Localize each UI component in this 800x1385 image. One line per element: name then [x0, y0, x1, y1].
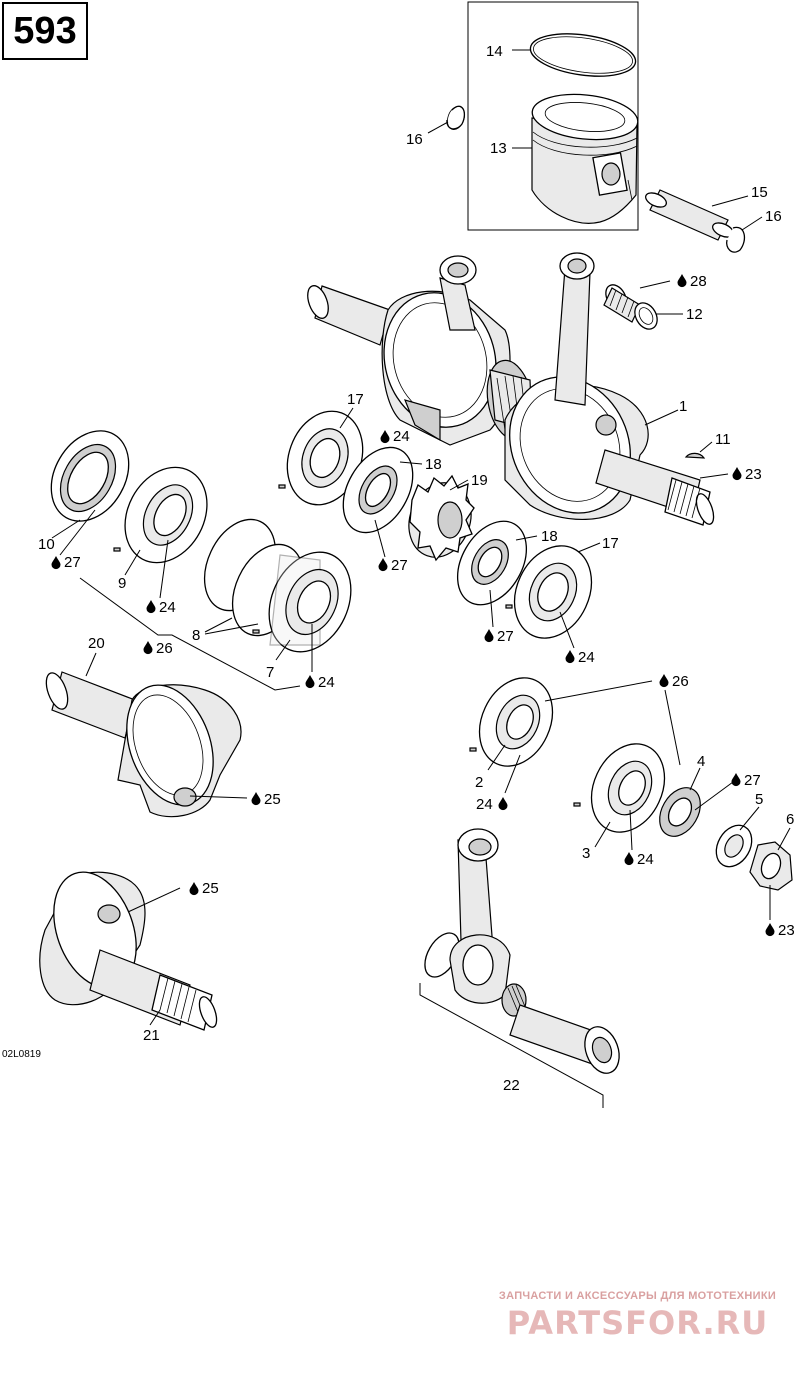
- callout-9: 9: [118, 575, 126, 592]
- oil-drop-icon: [143, 641, 153, 655]
- callout-18-lower: 18: [541, 528, 558, 545]
- callout-3: 3: [582, 845, 590, 862]
- callout-11: 11: [715, 431, 731, 448]
- oil-drop-icon: [659, 674, 669, 688]
- lube-ref-25: 25: [264, 791, 281, 808]
- circlip: [446, 105, 466, 130]
- lube-ref-26-b: 26: [672, 673, 689, 690]
- callouts: 14 13 16 15 16 12 1 11 17 18 19 18 17 10…: [38, 43, 794, 1094]
- circlip-right: [726, 226, 746, 253]
- callout-8: 8: [192, 627, 200, 644]
- callout-7: 7: [266, 664, 274, 681]
- lube-ref-24-d: 24: [318, 674, 335, 691]
- connecting-rod-right: [554, 252, 595, 406]
- leader-lines: [51, 49, 791, 1026]
- oil-drop-icon: [565, 650, 575, 664]
- woodruff-key: [684, 452, 706, 459]
- oil-seal: [342, 446, 414, 534]
- watermark-logo: PARTSFOR.RU: [506, 1304, 769, 1342]
- callout-10: 10: [38, 536, 55, 553]
- oil-drop-icon: [378, 558, 388, 572]
- lube-ref-27-d: 27: [744, 772, 761, 789]
- large-oil-seal: [50, 430, 130, 522]
- callout-16-right: 16: [765, 208, 782, 225]
- oil-drop-icon: [732, 467, 742, 481]
- nut: [749, 841, 793, 891]
- lube-ref-27-b: 27: [64, 554, 81, 571]
- oil-drop-icon: [146, 600, 156, 614]
- callout-4: 4: [697, 753, 705, 770]
- callout-14: 14: [486, 43, 503, 60]
- lube-ref-27-c: 27: [497, 628, 514, 645]
- lube-ref-27: 27: [391, 557, 408, 574]
- half-crankshaft-left: [45, 671, 242, 818]
- callout-1: 1: [679, 398, 687, 415]
- roller-bearing: [252, 551, 352, 653]
- ball-bearing-lower: [505, 545, 593, 639]
- connecting-rod-left: [439, 255, 477, 331]
- bearing-3: [573, 743, 666, 833]
- lube-ref-24-b: 24: [159, 599, 176, 616]
- oil-drop-icon: [189, 882, 199, 896]
- callout-17: 17: [347, 391, 364, 408]
- lube-ref-28: 28: [690, 273, 707, 290]
- page-number-box: 593: [2, 2, 88, 60]
- lube-ref-26: 26: [156, 640, 173, 657]
- watermark-subtitle: ЗАПЧАСТИ И АКСЕССУАРЫ ДЛЯ МОТОТЕХНИКИ: [498, 1290, 777, 1302]
- crankshaft-assembly: [307, 252, 715, 526]
- callout-19: 19: [471, 472, 488, 489]
- lube-ref-24-c: 24: [578, 649, 595, 666]
- lube-ref-24: 24: [393, 428, 410, 445]
- callout-21: 21: [143, 1027, 160, 1044]
- ball-bearing: [278, 410, 364, 506]
- piston-kit-box: [467, 1, 639, 231]
- oil-seal-lower: [456, 520, 528, 606]
- piston-ring: [529, 33, 637, 77]
- oil-drop-icon: [305, 675, 315, 689]
- callout-18: 18: [425, 456, 442, 473]
- oil-drop-icon: [677, 274, 687, 288]
- oil-drop-icon: [484, 629, 494, 643]
- callout-17-lower: 17: [602, 535, 619, 552]
- piston-kit-group: [446, 1, 639, 231]
- lube-ref-23-b: 23: [778, 922, 795, 939]
- callout-6: 6: [786, 811, 794, 828]
- connecting-rod-kit: [419, 828, 620, 1108]
- callout-2: 2: [475, 774, 483, 791]
- callout-15: 15: [751, 184, 768, 201]
- callout-13: 13: [490, 140, 507, 157]
- watermark: ЗАПЧАСТИ И АКСЕССУАРЫ ДЛЯ МОТОТЕХНИКИ PA…: [480, 1290, 795, 1342]
- callout-20: 20: [88, 635, 105, 652]
- callout-5: 5: [755, 791, 763, 808]
- oil-drop-icon: [251, 792, 261, 806]
- lube-ref-25-b: 25: [202, 880, 219, 897]
- callout-16: 16: [406, 131, 423, 148]
- oil-drop-icon: [51, 556, 61, 570]
- bearing-9: [113, 466, 208, 564]
- callout-12: 12: [686, 306, 703, 323]
- oil-drop-icon: [498, 797, 508, 811]
- oil-drop-icon: [624, 852, 634, 866]
- oil-seal-4: [659, 787, 701, 837]
- lubricant-refs: 28 24 23 27 27 24 27 24 26 24 26 25 27 2…: [51, 273, 795, 939]
- lube-ref-23: 23: [745, 466, 762, 483]
- drawing-code: 02L0819: [2, 1049, 41, 1060]
- half-crankshaft-right: [39, 871, 218, 1031]
- callout-22: 22: [503, 1077, 520, 1094]
- lube-ref-24-f: 24: [637, 851, 654, 868]
- needle-bearing: [603, 284, 641, 323]
- piston: [531, 93, 639, 224]
- oil-drop-icon: [765, 923, 775, 937]
- wrist-pin: [645, 189, 734, 241]
- lock-washer: [715, 824, 753, 868]
- bearing-2: [469, 677, 554, 767]
- lube-ref-24-e: 24: [476, 796, 493, 813]
- page-number: 593: [13, 9, 77, 52]
- oil-drop-icon: [380, 430, 390, 444]
- drive-gear: [408, 474, 475, 562]
- oil-drop-icon: [731, 773, 741, 787]
